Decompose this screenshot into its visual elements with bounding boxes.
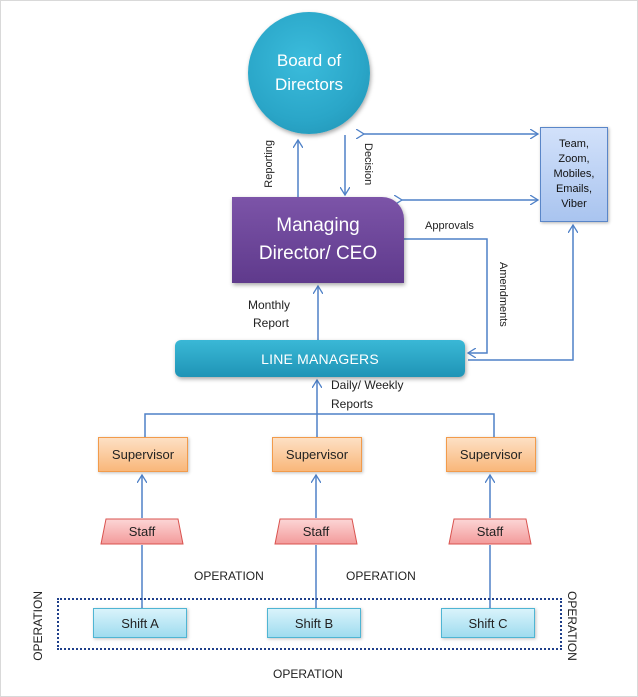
board-label-line1: Board of [276, 51, 342, 70]
supervisor-node[interactable]: Supervisor [272, 437, 362, 472]
comm-item: Mobiles, [553, 168, 595, 180]
operation-label: OPERATION [273, 667, 343, 681]
ceo-label-line1: Managing [276, 215, 360, 236]
ceo-label-line2: Director/ CEO [258, 243, 378, 264]
shift-label: Shift A [121, 615, 159, 631]
operation-label: OPERATION [565, 591, 579, 661]
communication-channels-node[interactable]: Team, Zoom, Mobiles, Emails, Viber [540, 127, 608, 222]
shift-node[interactable]: Shift B [267, 608, 361, 638]
staff-node[interactable]: Staff [100, 518, 184, 545]
daily-weekly-label-line2: Reports [331, 397, 374, 411]
decision-label: Decision [362, 143, 374, 186]
shift-node[interactable]: Shift C [441, 608, 535, 638]
approvals-label: Approvals [425, 220, 474, 232]
staff-node[interactable]: Staff [274, 518, 358, 545]
comm-item: Emails, [555, 183, 593, 195]
amendments-label: Amendments [497, 262, 509, 327]
comm-item: Viber [561, 198, 587, 210]
monthly-report-label-line1: Monthly [248, 298, 291, 312]
operation-boundary [57, 598, 562, 650]
supervisor-label: Supervisor [111, 447, 175, 462]
staff-label: Staff [302, 524, 330, 539]
comm-item: Team, [559, 138, 589, 150]
supervisor-node[interactable]: Supervisor [446, 437, 536, 472]
managing-director-node[interactable]: Managing Director/ CEO [232, 197, 404, 283]
trapezoid-shape [100, 518, 184, 545]
shift-node[interactable]: Shift A [93, 608, 187, 638]
trapezoid-shape [274, 518, 358, 545]
supervisor-label: Supervisor [285, 447, 349, 462]
operation-label: OPERATION [346, 569, 416, 583]
comm-item: Zoom, [558, 153, 590, 165]
supervisor-bus [144, 413, 495, 437]
monthly-report-label-line2: Report [253, 316, 290, 330]
supervisor-node[interactable]: Supervisor [98, 437, 188, 472]
line-managers-label: LINE MANAGERS [261, 350, 379, 367]
staff-node[interactable]: Staff [448, 518, 532, 545]
staff-label: Staff [128, 524, 156, 539]
operation-label: OPERATION [31, 591, 45, 661]
staff-label: Staff [476, 524, 504, 539]
reporting-label: Reporting [263, 140, 275, 188]
line-managers-node[interactable]: LINE MANAGERS [175, 340, 465, 377]
lm-comm-arrow [468, 225, 573, 361]
operation-label: OPERATION [194, 569, 264, 583]
daily-weekly-label-line1: Daily/ Weekly [331, 378, 404, 392]
board-of-directors-node[interactable]: Board of Directors [248, 12, 370, 134]
supervisor-label: Supervisor [459, 447, 523, 462]
shift-label: Shift B [294, 615, 334, 631]
amendments-arrow [404, 238, 488, 353]
trapezoid-shape [448, 518, 532, 545]
board-label-line2: Directors [274, 75, 343, 94]
shift-label: Shift C [468, 615, 508, 631]
